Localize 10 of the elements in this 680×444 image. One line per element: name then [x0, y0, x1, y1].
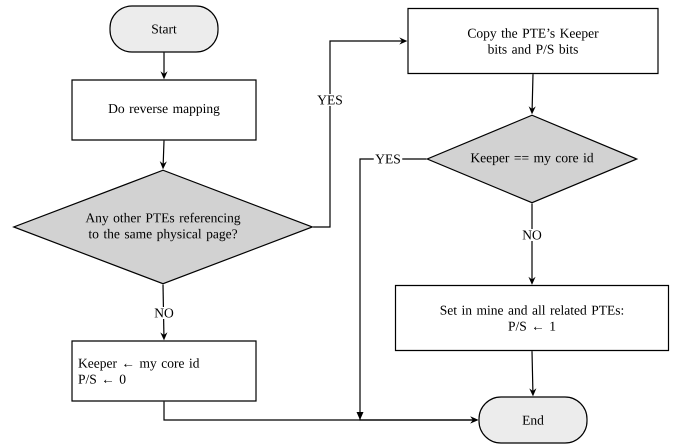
end-terminal: End	[478, 396, 588, 444]
process-box: Set in mine and all related PTEs: P/S ← 1	[394, 284, 670, 352]
edge-label: NO	[152, 306, 176, 320]
process-box: Do reverse mapping	[71, 79, 257, 141]
process-box: Copy the PTE’s Keeper bits and P/S bits	[407, 8, 659, 74]
process-box: Keeper ← my core id P/S ← 0	[71, 340, 257, 402]
start-terminal: Start	[109, 5, 219, 53]
edge-label: NO	[520, 228, 544, 242]
edge-label: YES	[316, 94, 344, 106]
edge-label: YES	[374, 152, 402, 166]
